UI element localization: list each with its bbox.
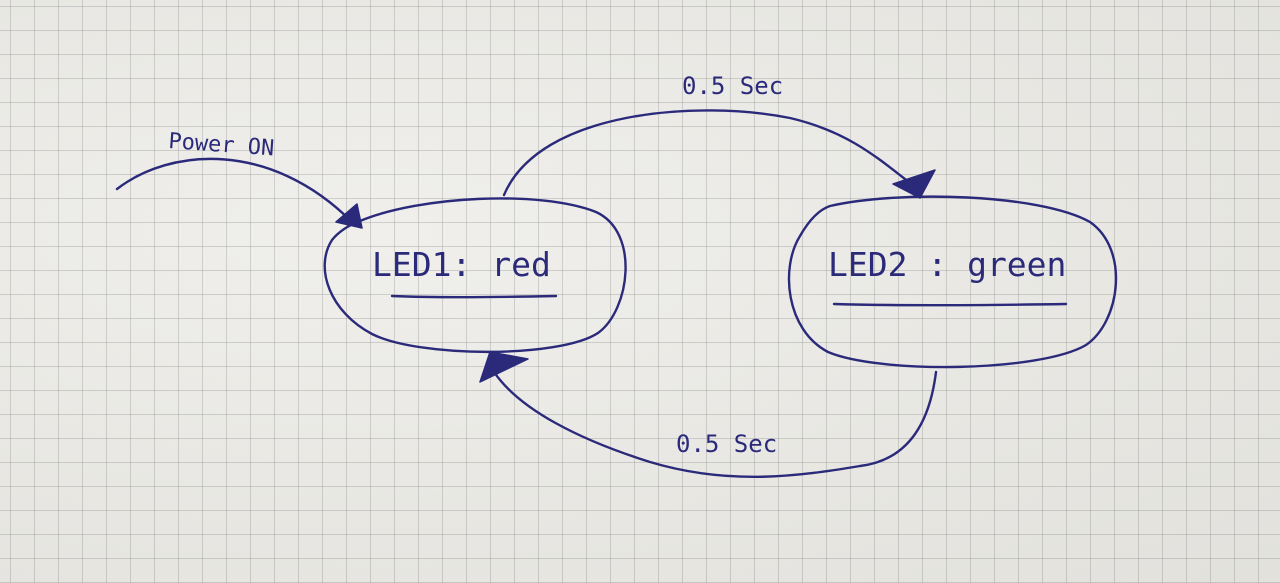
transition-led1-to-led2-label: 0.5 Sec xyxy=(682,72,783,100)
transition-led1-to-led2-line xyxy=(502,109,916,197)
state-led2-label: LED2 : green xyxy=(828,245,1066,284)
state-led1-underline xyxy=(390,294,558,299)
state-led2: LED2 : green xyxy=(787,195,1118,369)
state-led1-label: LED1: red xyxy=(372,245,551,284)
initial-transition-line xyxy=(115,157,354,224)
state-led1-outline xyxy=(323,197,627,354)
state-led2-outline xyxy=(787,195,1118,369)
transition-led2-to-led1-arrowhead xyxy=(479,351,529,383)
transition-led1-to-led2-arrowhead xyxy=(892,169,936,199)
initial-transition: Power ON xyxy=(115,129,363,229)
initial-transition-label: Power ON xyxy=(168,129,275,161)
transition-led2-to-led1-label: 0.5 Sec xyxy=(676,430,777,458)
transition-led1-to-led2: 0.5 Sec xyxy=(502,72,936,199)
state-led1: LED1: red xyxy=(323,197,627,354)
state-led2-underline xyxy=(832,302,1068,307)
transition-led2-to-led1-line xyxy=(492,370,938,479)
initial-transition-arrowhead xyxy=(335,203,363,229)
transition-led2-to-led1: 0.5 Sec xyxy=(479,351,938,479)
